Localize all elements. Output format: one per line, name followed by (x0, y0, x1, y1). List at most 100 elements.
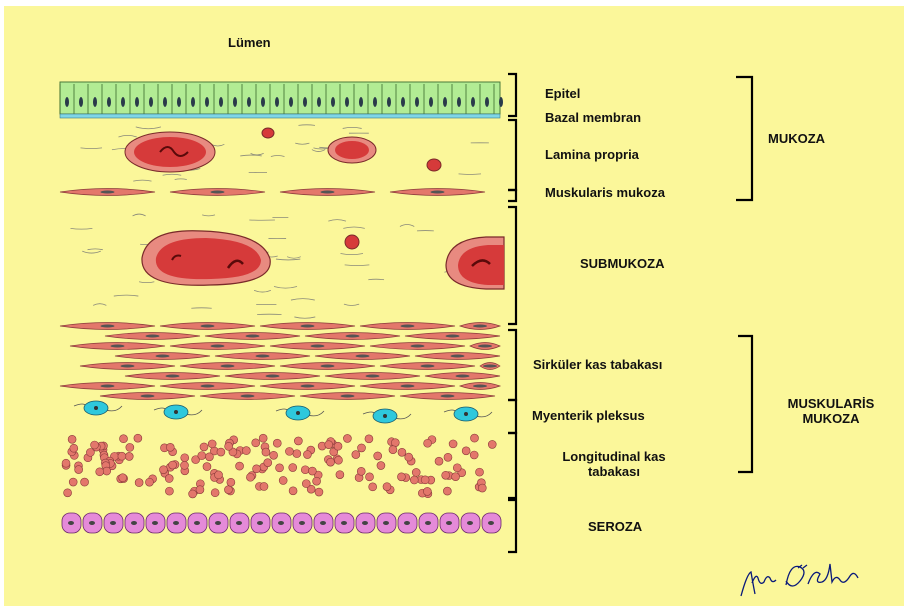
epithelial-cell-nucleus (219, 97, 223, 107)
serosa-cell-nucleus (173, 521, 179, 525)
muskularis-line1: MUSKULARİS (766, 396, 896, 411)
epithelial-cell-nucleus (303, 97, 307, 107)
longitudinal-muscle-cell (410, 476, 418, 484)
circular-muscle-cell-nucleus (246, 335, 260, 338)
circular-muscle-cell-nucleus (446, 335, 460, 338)
longitudinal-muscle-cell (260, 482, 268, 490)
epithelial-cell-nucleus (415, 97, 419, 107)
circular-muscle-cell-nucleus (441, 395, 455, 398)
circular-muscle-cell-nucleus (473, 325, 487, 328)
longitudinal-muscle-cell (308, 467, 316, 475)
longitudinal-muscle-cell (165, 474, 173, 482)
serosa-cell-nucleus (278, 521, 284, 525)
epithelial-cell-nucleus (429, 97, 433, 107)
longitudinal-muscle-cell (327, 458, 335, 466)
longitudinal-muscle-cell (453, 464, 461, 472)
longitudinal-muscle-cell (397, 473, 405, 481)
longitudinal-muscle-cell (462, 447, 470, 455)
longitudinal-muscle-cell (68, 435, 76, 443)
longitudinal-muscle-cell (145, 478, 153, 486)
serosa-cell-nucleus (467, 521, 473, 525)
circular-muscle-cell-nucleus (478, 345, 492, 348)
longitudinal-muscle-cell (336, 471, 344, 479)
longitudinal-muscle-cell (365, 435, 373, 443)
longitudinal-muscle-cell (246, 473, 254, 481)
serosa-cell-nucleus (299, 521, 305, 525)
epithelial-cell-nucleus (247, 97, 251, 107)
lumen-label: Lümen (228, 35, 271, 50)
longitudinal-muscle-cell (343, 434, 351, 442)
layer-label-sirkuler-kas: Sirküler kas tabakası (533, 357, 662, 372)
longitudinal-muscle-cell (242, 447, 250, 455)
longitudinal-muscle-cell (325, 441, 333, 449)
longitudinal-muscle-cell (442, 471, 450, 479)
longitudinal-muscle-cell (470, 451, 478, 459)
circular-muscle-cell-nucleus (456, 375, 470, 378)
longitudinal-muscle-cell (262, 448, 270, 456)
longitudinal-muscle-cell (366, 473, 374, 481)
longitudinal-muscle-cell (259, 434, 267, 442)
longitudinal-kas-line1: Longitudinal kas (526, 449, 702, 464)
epithelial-cell-nucleus (401, 97, 405, 107)
layer-label-longitudinal-kas: Longitudinal kas tabakası (526, 449, 702, 479)
longitudinal-muscle-cell (476, 468, 484, 476)
longitudinal-muscle-cell (423, 487, 431, 495)
signature (735, 560, 875, 600)
longitudinal-muscle-cell (452, 473, 460, 481)
epithelial-cell-nucleus (331, 97, 335, 107)
longitudinal-muscle-cell (215, 471, 223, 479)
circular-muscle-cell-nucleus (356, 355, 370, 358)
serosa-cell-nucleus (110, 521, 116, 525)
longitudinal-muscle-cell (302, 480, 310, 488)
serosa-cell-nucleus (320, 521, 326, 525)
longitudinal-muscle-cell (421, 476, 429, 484)
longitudinal-muscle-cell (424, 439, 432, 447)
longitudinal-muscle-cell (64, 489, 72, 497)
epithelial-cell-nucleus (65, 97, 69, 107)
longitudinal-muscle-cell (169, 461, 177, 469)
longitudinal-muscle-cell (398, 448, 406, 456)
serosa-cell-nucleus (362, 521, 368, 525)
longitudinal-muscle-cell (135, 479, 143, 487)
nerve-cell-nucleus (94, 406, 98, 410)
serosa-cell-nucleus (425, 521, 431, 525)
epithelial-cell-nucleus (205, 97, 209, 107)
longitudinal-muscle-cell (358, 444, 366, 452)
layer-label-lamina-propria: Lamina propria (545, 147, 639, 162)
longitudinal-muscle-cell (134, 434, 142, 442)
longitudinal-muscle-cell (211, 489, 219, 497)
longitudinal-muscle-cell (334, 456, 342, 464)
epithelial-cell-nucleus (345, 97, 349, 107)
serosa-cell-nucleus (152, 521, 158, 525)
longitudinal-muscle-cell (435, 457, 443, 465)
epithelial-cell-nucleus (191, 97, 195, 107)
circular-muscle-cell-nucleus (241, 395, 255, 398)
circular-muscle-cell-nucleus (401, 325, 415, 328)
circular-muscle-cell-nucleus (346, 335, 360, 338)
longitudinal-muscle-cell (181, 461, 189, 469)
longitudinal-muscle-cell (165, 487, 173, 495)
longitudinal-muscle-cell (405, 453, 413, 461)
nerve-cell-nucleus (383, 414, 387, 418)
longitudinal-muscle-cell (224, 486, 232, 494)
longitudinal-muscle-cell (294, 437, 302, 445)
longitudinal-muscle-cell (119, 474, 127, 482)
longitudinal-muscle-cell (488, 440, 496, 448)
longitudinal-muscle-cell (96, 468, 104, 476)
circular-muscle-cell-nucleus (211, 345, 225, 348)
longitudinal-muscle-cell (62, 459, 70, 467)
longitudinal-muscle-cell (301, 466, 309, 474)
longitudinal-muscle-cell (166, 443, 174, 451)
longitudinal-muscle-cell (449, 440, 457, 448)
epithelial-cell-nucleus (359, 97, 363, 107)
longitudinal-muscle-cell (377, 462, 385, 470)
circular-muscle-cell-nucleus (221, 365, 235, 368)
epithelial-cell-nucleus (79, 97, 83, 107)
longitudinal-muscle-cell (196, 486, 204, 494)
longitudinal-muscle-cell (217, 448, 225, 456)
epithelial-cell-nucleus (93, 97, 97, 107)
circular-muscle-cell-nucleus (256, 355, 270, 358)
longitudinal-muscle-cell (478, 484, 486, 492)
longitudinal-muscle-cell (389, 446, 397, 454)
serosa-cell-nucleus (446, 521, 452, 525)
